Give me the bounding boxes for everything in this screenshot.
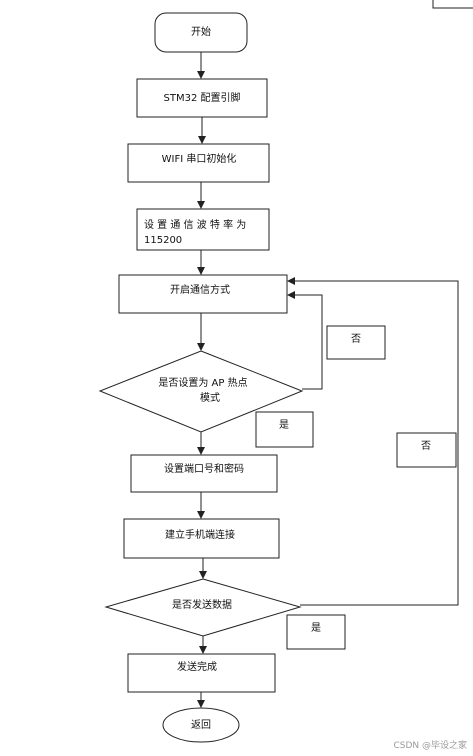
set-port-password-label: 设置端口号和密码 (164, 462, 244, 475)
edge-ap-no-loop (287, 291, 323, 390)
set-baud-node (136, 208, 270, 251)
ap-no-label: 否 (351, 333, 361, 345)
set-baud-label-line1: 设 置 通 信 波 特 率 为 (144, 218, 246, 231)
set-port-password-node (130, 454, 278, 493)
ap-mode-question-line2: 模式 (200, 391, 220, 404)
ap-yes-label: 是 (279, 419, 289, 431)
edge-send-no-loop (287, 277, 459, 606)
send-yes-label-box (286, 614, 346, 650)
connect-phone-node (123, 518, 280, 559)
return-label: 返回 (191, 719, 211, 731)
send-done-node (127, 653, 276, 693)
watermark: CSDN @毕设之家 (393, 739, 467, 751)
ap-mode-question-line1: 是否设置为 AP 热点 (158, 376, 247, 389)
start-label: 开始 (191, 25, 211, 38)
enable-comm-mode-node (118, 274, 288, 314)
set-baud-label-line2: 115200 (144, 235, 182, 246)
enable-comm-mode-label: 开启通信方式 (170, 283, 230, 296)
config-pins-label: STM32 配置引脚 (164, 91, 241, 104)
wifi-uart-init-label: WIFI 串口初始化 (162, 152, 237, 165)
wifi-uart-init-node (127, 143, 270, 183)
return-node (162, 707, 240, 743)
send-no-label-box (396, 432, 457, 468)
send-done-label: 发送完成 (177, 660, 217, 673)
send-data-question: 是否发送数据 (172, 598, 232, 611)
send-no-label: 否 (421, 440, 431, 452)
send-yes-label: 是 (311, 622, 321, 634)
ap-yes-label-box (255, 411, 314, 448)
connect-phone-label: 建立手机端连接 (165, 528, 235, 541)
corner-artifact (432, 0, 473, 9)
ap-no-label-box (326, 325, 386, 360)
config-pins-node (136, 78, 268, 118)
